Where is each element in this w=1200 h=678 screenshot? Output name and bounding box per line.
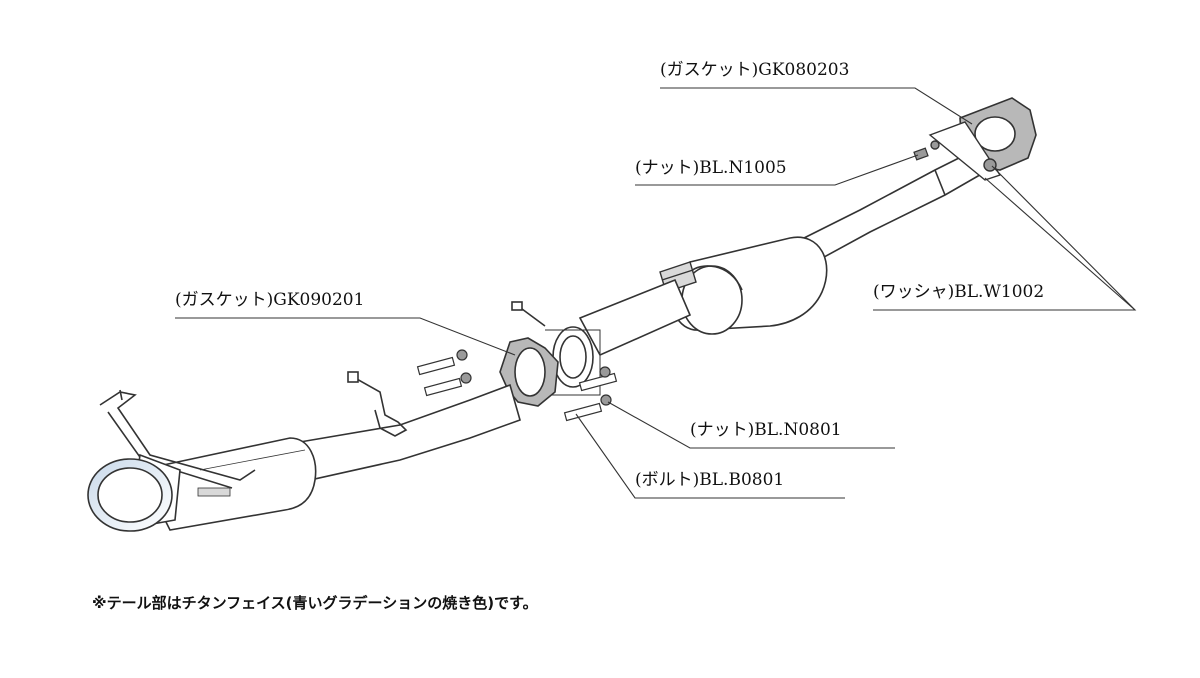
front-nut bbox=[913, 147, 929, 161]
rear-muffler bbox=[138, 437, 317, 531]
leader-gasket-front bbox=[660, 87, 973, 125]
mid-pipe-end bbox=[545, 326, 601, 396]
footnote: ※テール部はチタンフェイス(青いグラデーションの焼き色)です。 bbox=[92, 594, 538, 612]
label-washer: (ワッシャ)BL.W1002 bbox=[873, 282, 1045, 302]
mid-pipe bbox=[578, 278, 692, 357]
leader-nut-front bbox=[635, 154, 919, 186]
mid-hanger-rod bbox=[511, 301, 546, 327]
leader-bolt-mid bbox=[575, 413, 845, 499]
tail-tip bbox=[87, 453, 231, 532]
rear-pipe-hanger bbox=[347, 371, 408, 437]
leader-washer-2 bbox=[984, 177, 1136, 311]
mid-bolts bbox=[416, 349, 618, 422]
leader-lines bbox=[175, 87, 1137, 499]
label-gasket-front: (ガスケット)GK080203 bbox=[660, 60, 850, 80]
label-nut-mid: (ナット)BL.N0801 bbox=[690, 420, 842, 440]
rear-pipe bbox=[299, 383, 521, 481]
label-gasket-mid: (ガスケット)GK090201 bbox=[175, 290, 365, 310]
center-resonator bbox=[669, 236, 828, 335]
leader-gasket-mid bbox=[175, 317, 516, 356]
label-nut-front: (ナット)BL.N1005 bbox=[635, 158, 787, 178]
front-pipe bbox=[798, 148, 987, 264]
label-bolt-mid: (ボルト)BL.B0801 bbox=[635, 470, 785, 490]
front-flange bbox=[928, 121, 1002, 181]
leader-nut-mid bbox=[607, 401, 895, 449]
